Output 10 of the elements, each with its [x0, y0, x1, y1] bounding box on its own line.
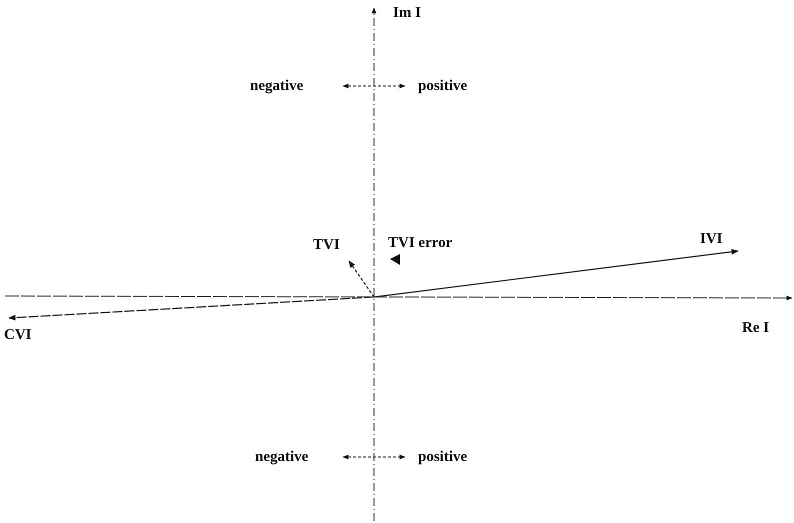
direction-label: positive	[418, 448, 468, 466]
phasor-label: TVI	[313, 236, 340, 254]
direction-label: negative	[250, 77, 304, 95]
direction-label: negative	[255, 448, 308, 466]
axis-label: Im I	[393, 4, 421, 22]
axis-label: Re I	[742, 319, 770, 337]
phasor-label: TVI error	[388, 234, 452, 252]
phasor-label: IVI	[700, 230, 723, 248]
phasor-label: CVI	[4, 326, 32, 344]
direction-label: positive	[418, 77, 468, 95]
